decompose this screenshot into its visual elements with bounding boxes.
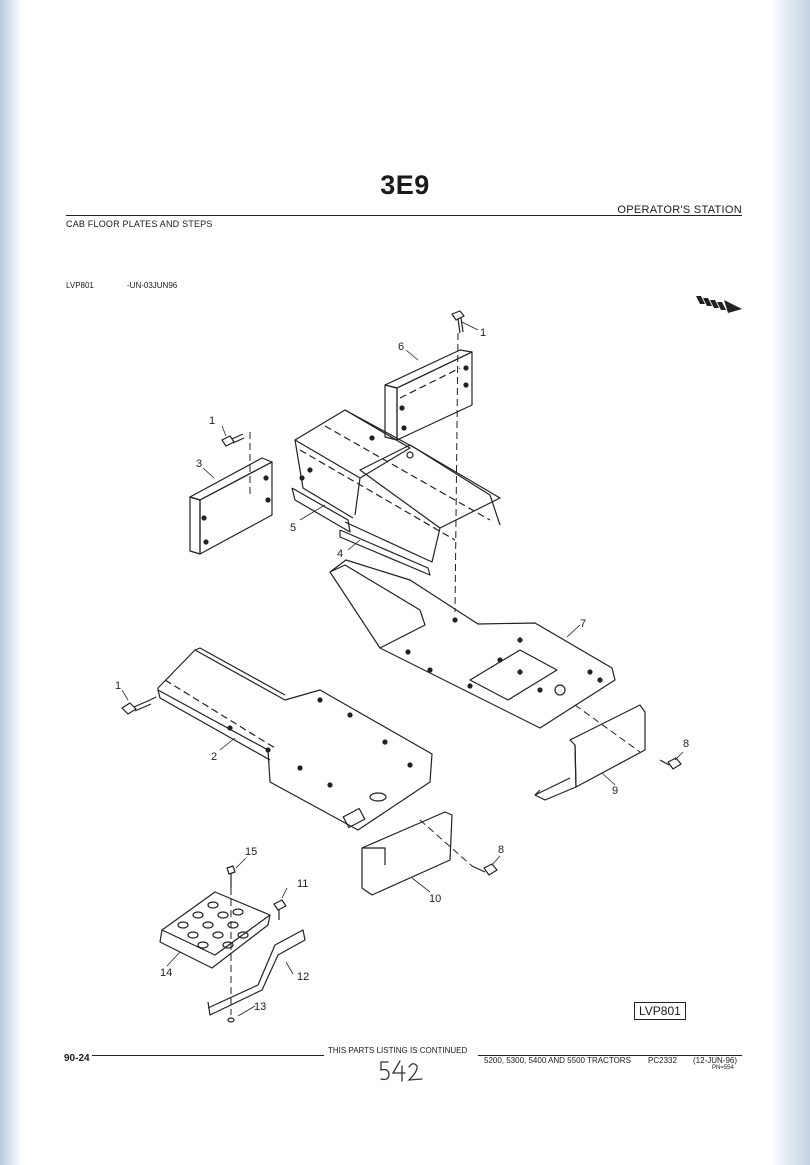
callout-1-top: 1 — [480, 327, 486, 339]
callout-13: 13 — [254, 1001, 266, 1013]
callout-3: 3 — [196, 458, 202, 470]
tractor-models: 5200, 5300, 5400 AND 5500 TRACTORS — [484, 1056, 631, 1065]
callout-12: 12 — [297, 971, 309, 983]
part-6-bracket — [384, 349, 473, 441]
part-2-floor-plate — [157, 647, 433, 831]
handwritten-page-note — [380, 1060, 423, 1082]
bolt-11 — [273, 899, 287, 920]
figure-reference-box: LVP801 — [634, 1002, 686, 1020]
part-9-side-plate — [534, 704, 646, 801]
leader-lines — [121, 321, 684, 1017]
part-12-step-bracket — [207, 929, 306, 1016]
bolt-15 — [226, 865, 236, 888]
callout-7: 7 — [580, 618, 586, 630]
callout-5: 5 — [290, 522, 296, 534]
section-code: 3E9 — [380, 170, 430, 200]
callout-11: 11 — [297, 878, 308, 890]
assembly-lines — [149, 332, 641, 1015]
callout-4: 4 — [337, 548, 343, 560]
callout-15: 15 — [245, 846, 257, 858]
section-name: OPERATOR'S STATION — [617, 204, 742, 216]
callout-10: 10 — [429, 893, 441, 905]
front-direction-arrow-icon — [696, 296, 742, 313]
page-subtitle: CAB FLOOR PLATES AND STEPS — [66, 219, 213, 229]
part-14-step — [159, 891, 271, 969]
callout-8-right: 8 — [683, 738, 689, 750]
part-7-floor-plate — [329, 559, 616, 729]
pc-date: (12-JUN-96) — [693, 1056, 738, 1065]
callout-9: 9 — [612, 785, 618, 797]
part-3-bracket — [189, 457, 273, 555]
pc-code: PC2332 — [648, 1056, 677, 1065]
callout-2: 2 — [211, 751, 217, 763]
bolt-8-lower — [471, 863, 498, 876]
pn-code: PN=554 — [712, 1065, 734, 1071]
callout-14: 14 — [160, 967, 172, 979]
callout-1-lower-left: 1 — [115, 680, 121, 692]
page-number: 90-24 — [64, 1053, 90, 1064]
callout-8-lower: 8 — [498, 844, 504, 856]
callout-6: 6 — [398, 341, 404, 353]
part-10-side-plate — [361, 811, 453, 896]
part-4-5-tunnel — [291, 409, 501, 576]
bolt-8-right — [659, 757, 682, 770]
footer-rule-right — [478, 1055, 742, 1056]
continued-note: THIS PARTS LISTING IS CONTINUED — [328, 1046, 468, 1055]
bolt-1-top — [451, 310, 465, 334]
bolt-1-lower-left — [121, 699, 152, 715]
callout-numbers: 1 1 1 2 3 4 5 6 7 8 8 9 10 11 12 13 14 1… — [115, 327, 689, 1013]
scan-edge-right — [770, 0, 810, 1165]
callout-1-left: 1 — [209, 415, 215, 427]
figure-date: -UN-03JUN96 — [127, 281, 178, 290]
header-rule — [66, 215, 742, 216]
bolt-13 — [227, 1017, 235, 1023]
bolt-1-left — [221, 433, 245, 447]
figure-id: LVP801 — [66, 281, 94, 290]
footer-rule-left — [92, 1055, 324, 1056]
scan-edge-left — [0, 0, 22, 1165]
